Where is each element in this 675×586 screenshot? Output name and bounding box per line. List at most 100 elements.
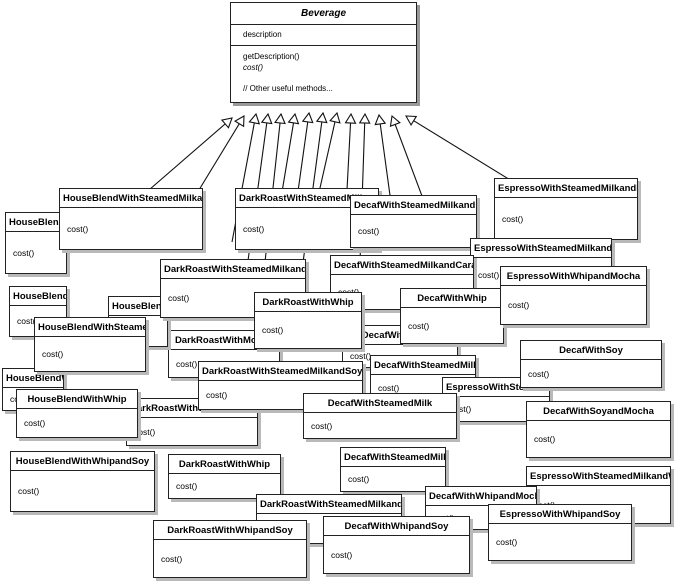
inheritance-arrowhead [358, 112, 371, 124]
subclass-name: EspressoWithSteamedMilkandWhip [527, 467, 670, 486]
subclass-method-cost: cost() [176, 481, 198, 491]
subclass-box: DecafWithWhip cost() [400, 288, 504, 344]
beverage-field: description [231, 25, 416, 46]
subclass-method-cost: cost() [17, 316, 39, 326]
subclass-name: DecafWithSoyandMocha [527, 402, 670, 421]
subclass-method-cost: cost() [311, 420, 333, 431]
subclass-name: HouseBlendWithSteamedMilk [6, 213, 66, 232]
subclass-name: DarkRoastWithWhip [169, 455, 280, 474]
inheritance-arrowhead [315, 111, 328, 124]
subclass-method-cost: cost() [243, 223, 265, 234]
subclass-method-cost: cost() [528, 368, 550, 379]
inheritance-line [413, 120, 521, 187]
subclass-method-cost: cost() [13, 247, 35, 258]
beverage-methods: getDescription() cost() // Other useful … [231, 46, 416, 94]
subclass-box: DecafWithSteamedMilk cost() [303, 393, 457, 439]
subclass-name: DecafWithSoy [521, 341, 661, 360]
subclass-name: DarkRoastWithSteamedMilkandCaramel [161, 260, 305, 279]
subclass-name: DecafWithWhipandMocha [426, 487, 536, 506]
inheritance-arrowhead [260, 112, 273, 125]
inheritance-arrowhead [287, 112, 300, 125]
subclass-box: DarkRoastWithWhipandSoy cost() [153, 520, 307, 578]
inheritance-arrowhead [405, 115, 418, 127]
subclass-box: HouseBlendWithWhip cost() [16, 389, 138, 438]
subclass-name: EspressoWithWhipandSoy [489, 505, 631, 524]
subclass-name: EspressoWithSteamedMilkandCaramel [471, 239, 611, 258]
subclass-method-cost: cost() [134, 426, 156, 437]
subclass-name: HouseBlendWithSteamedMilkandSoy [35, 318, 145, 337]
inheritance-arrowhead [233, 115, 245, 128]
subclass-method-cost: cost() [168, 293, 190, 303]
subclass-method-cost: cost() [378, 383, 400, 393]
subclass-method-cost: cost() [67, 223, 89, 234]
subclass-box: DecafWithSoy cost() [520, 340, 662, 388]
subclass-method-cost: cost() [408, 320, 430, 331]
beverage-comment: // Other useful methods... [243, 84, 333, 93]
inheritance-arrowhead [374, 113, 387, 126]
subclass-box: HouseBlendWithWhipandSoy cost() [10, 451, 155, 512]
subclass-name: DecafWithSteamedMilk [304, 394, 456, 413]
subclass-name: DecafWithMocha [343, 326, 457, 345]
subclass-name: DecafWithSteamedMilkandWhip [341, 448, 445, 467]
subclass-name: DarkRoastWithWhipandSoy [154, 521, 306, 540]
subclass-method-cost: cost() [496, 537, 518, 547]
subclass-name: HouseBlendWithSoy [10, 287, 66, 306]
inheritance-line [141, 123, 226, 197]
subclass-box: DecafWithSteamedMilkandWhipcost() [340, 447, 446, 492]
subclass-name: DarkRoastWithMocha [169, 331, 279, 350]
subclass-box: HouseBlendWithSteamedMilkandSoy cost() [34, 317, 146, 372]
subclass-name: EspressoWithSteamedMilkandMocha [495, 179, 637, 198]
subclass-name: EspressoWithSteamedMilk [443, 378, 549, 397]
subclass-name: HouseBlendWithSteamedMilkandMocha [60, 189, 202, 208]
beverage-class: Beverage description getDescription() co… [230, 2, 417, 103]
subclass-name: DecafWithWhip [401, 289, 503, 308]
subclass-method-cost: cost() [161, 553, 183, 564]
subclass-method-cost: cost() [176, 358, 198, 369]
subclass-method-cost: cost() [42, 349, 64, 359]
inheritance-line [280, 122, 295, 199]
subclass-name: DecafWithSteamedMilkandMocha [351, 196, 476, 215]
inheritance-arrowhead [274, 112, 286, 125]
subclass-name: HouseBlendWithWhipandMocha [3, 369, 63, 388]
inheritance-arrowhead [344, 112, 357, 124]
subclass-box: DarkRoastWithWhip cost() [168, 454, 281, 499]
subclass-box: DecafWithWhipandSoy cost() [323, 516, 470, 574]
inheritance-arrowhead [329, 111, 341, 124]
inheritance-arrowhead [389, 114, 401, 128]
inheritance-arrowhead [248, 112, 261, 125]
beverage-class-name: Beverage [231, 3, 416, 25]
subclass-method-cost: cost() [502, 213, 524, 224]
subclass-method-cost: cost() [331, 549, 353, 560]
subclass-name: DarkRoastWithSteamedMilkandSoy [199, 362, 362, 381]
subclass-method-cost: cost() [450, 404, 472, 414]
subclass-method-cost: cost() [18, 486, 40, 496]
subclass-box: DecafWithSteamedMilkandMocha cost() [350, 195, 477, 248]
subclass-name: EspressoWithWhipandMocha [501, 267, 646, 286]
subclass-box: EspressoWithWhipandMocha cost() [500, 266, 647, 325]
subclass-method-cost: cost() [206, 390, 228, 400]
beverage-method-getdescription: getDescription() [243, 52, 300, 61]
beverage-method-cost: cost() [243, 63, 263, 72]
inheritance-arrowhead [220, 117, 233, 129]
subclass-method-cost: cost() [508, 300, 530, 310]
subclass-name: DarkRoastWithSteamedMilkandWhip [257, 495, 401, 514]
subclass-method-cost: cost() [262, 325, 284, 335]
inheritance-arrowhead [301, 111, 314, 124]
subclass-name: DecafWithSteamedMilkandSoy [371, 356, 475, 375]
subclass-name: DarkRoastWithSteamedMilk [127, 399, 257, 418]
subclass-name: DecafWithWhipandSoy [324, 517, 469, 536]
subclass-box: HouseBlendWithSteamedMilk cost() [5, 212, 67, 274]
subclass-name: HouseBlendWithWhipandSoy [11, 452, 154, 471]
subclass-method-cost: cost() [24, 418, 46, 428]
subclass-method-cost: cost() [358, 226, 380, 236]
subclass-box: EspressoWithSteamedMilkandMocha cost() [494, 178, 638, 240]
subclass-name: HouseBlendWithWhip [17, 390, 137, 409]
subclass-name: DarkRoastWithSteamedMilkandMocha [236, 189, 378, 208]
subclass-method-cost: cost() [478, 270, 500, 280]
subclass-name: DecafWithSteamedMilkandCaramel [331, 256, 473, 275]
subclass-box: EspressoWithWhipandSoy cost() [488, 504, 632, 561]
subclass-method-cost: cost() [350, 351, 372, 361]
subclass-name: HouseBlendWithMocha [109, 297, 167, 316]
